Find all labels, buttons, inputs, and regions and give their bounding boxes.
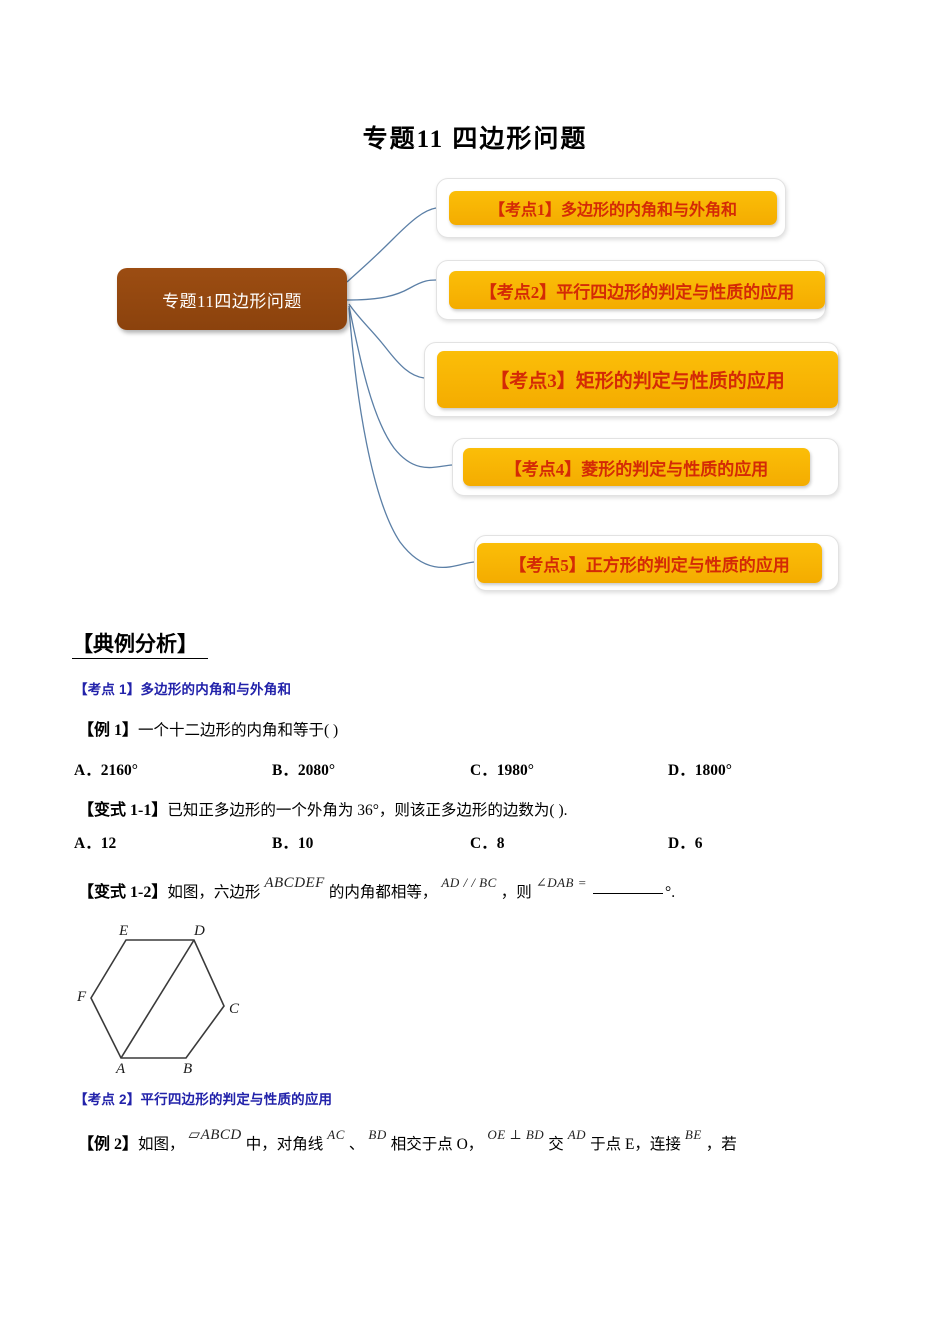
mindmap-diagram: 专题11四边形问题 【考点1】多边形的内角和与外角和 【考点2】平行四边形的判定… bbox=[0, 170, 950, 610]
variant-1-2-seg3: ，则 bbox=[500, 884, 532, 901]
node3-bar: 【考点3】矩形的判定与性质的应用 bbox=[437, 351, 838, 408]
heading-kaodian-2: 【考点 2】平行四边形的判定与性质的应用 bbox=[74, 1092, 333, 1107]
example-2-seg6: 于点 E，连接 bbox=[590, 1136, 681, 1153]
mindmap-node-kaodian5[interactable]: 【考点5】正方形的判定与性质的应用 bbox=[474, 535, 839, 591]
node4-label: 【考点4】菱形的判定与性质的应用 bbox=[504, 459, 769, 479]
example-1-tag: 【例 1】 bbox=[78, 722, 139, 739]
node3-label: 【考点3】矩形的判定与性质的应用 bbox=[490, 371, 785, 392]
math-bd: BD bbox=[368, 1127, 387, 1142]
mindmap-node-kaodian3[interactable]: 【考点3】矩形的判定与性质的应用 bbox=[424, 342, 839, 417]
option-a[interactable]: A．12 bbox=[74, 835, 117, 852]
example-2-seg4: 相交于点 O， bbox=[390, 1136, 484, 1153]
node5-bar: 【考点5】正方形的判定与性质的应用 bbox=[477, 543, 822, 583]
page-title: 专题11 四边形问题 bbox=[362, 126, 588, 153]
option-c[interactable]: C．8 bbox=[470, 835, 505, 852]
node1-bar: 【考点1】多边形的内角和与外角和 bbox=[449, 191, 777, 225]
mindmap-node-kaodian4[interactable]: 【考点4】菱形的判定与性质的应用 bbox=[452, 438, 839, 496]
example-2-tag: 【例 2】 bbox=[78, 1136, 139, 1153]
vertex-label-C: C bbox=[229, 1001, 240, 1017]
mindmap-node-kaodian2[interactable]: 【考点2】平行四边形的判定与性质的应用 bbox=[436, 260, 826, 320]
vertex-label-F: F bbox=[76, 989, 87, 1005]
node1-label: 【考点1】多边形的内角和与外角和 bbox=[488, 202, 737, 219]
variant-1-2-tag: 【变式 1-2】 bbox=[78, 884, 168, 901]
node5-label: 【考点5】正方形的判定与性质的应用 bbox=[509, 555, 790, 575]
variant-1-1-tag: 【变式 1-1】 bbox=[78, 802, 168, 819]
heading-kaodian-1: 【考点 1】多边形的内角和与外角和 bbox=[74, 682, 292, 697]
mindmap-central-node[interactable]: 专题11四边形问题 bbox=[117, 268, 347, 330]
mindmap-connectors bbox=[346, 207, 475, 569]
example-2-seg3: 、 bbox=[348, 1136, 365, 1153]
question-variant-1-2: 【变式 1-2】如图，六边形ABCDEF的内角都相等，AD / / BC，则∠D… bbox=[78, 875, 676, 902]
math-ad: AD bbox=[567, 1127, 587, 1142]
analysis-heading-text: 【典例分析】 bbox=[72, 632, 208, 659]
variant-1-2-seg1: 如图，六边形 bbox=[167, 884, 261, 901]
variant-1-2-seg4: °. bbox=[665, 884, 676, 901]
question-example-2: 【例 2】如图，▱ABCD中，对角线AC、BD相交于点 O，OE ⊥ BD交AD… bbox=[78, 1127, 737, 1154]
node2-label: 【考点2】平行四边形的判定与性质的应用 bbox=[479, 282, 795, 302]
question-example-1: 【例 1】一个十二边形的内角和等于( ) bbox=[78, 716, 338, 740]
math-oe-perp-bd: OE ⊥ BD bbox=[487, 1127, 545, 1142]
option-d[interactable]: D．1800° bbox=[668, 762, 732, 779]
node2-bar: 【考点2】平行四边形的判定与性质的应用 bbox=[449, 271, 825, 309]
example-2-seg5: 交 bbox=[548, 1136, 564, 1153]
mindmap-node-kaodian1[interactable]: 【考点1】多边形的内角和与外角和 bbox=[436, 178, 786, 238]
math-angle-dab: ∠DAB = bbox=[535, 875, 587, 890]
vertex-label-D: D bbox=[193, 923, 205, 939]
example-2-seg1: 如图， bbox=[138, 1136, 185, 1153]
example-2-seg7: ，若 bbox=[705, 1136, 737, 1153]
hexagon-figure: A B C D E F bbox=[76, 918, 276, 1073]
math-ac: AC bbox=[327, 1127, 345, 1142]
variant-1-2-seg2: 的内角都相等， bbox=[328, 884, 438, 901]
options-variant-1-1: A．12 B．10 C．8 D．6 bbox=[74, 831, 884, 853]
option-d[interactable]: D．6 bbox=[668, 835, 703, 852]
answer-blank[interactable] bbox=[593, 893, 663, 894]
math-ad-parallel-bc: AD / / BC bbox=[441, 875, 497, 890]
math-be: BE bbox=[684, 1127, 702, 1142]
math-hexagon-name: ABCDEF bbox=[264, 875, 325, 891]
vertex-label-A: A bbox=[115, 1061, 126, 1073]
vertex-label-B: B bbox=[183, 1061, 192, 1073]
math-parallelogram-abcd: ▱ABCD bbox=[188, 1127, 242, 1143]
analysis-section-heading: 【典例分析】 bbox=[72, 628, 208, 659]
node4-bar: 【考点4】菱形的判定与性质的应用 bbox=[463, 448, 810, 486]
question-variant-1-1: 【变式 1-1】已知正多边形的一个外角为 36°，则该正多边形的边数为( ). bbox=[78, 796, 568, 820]
option-b[interactable]: B．2080° bbox=[272, 762, 336, 779]
option-c[interactable]: C．1980° bbox=[470, 762, 534, 779]
example-2-seg2: 中，对角线 bbox=[245, 1136, 324, 1153]
option-b[interactable]: B．10 bbox=[272, 835, 314, 852]
variant-1-1-text: 已知正多边形的一个外角为 36°，则该正多边形的边数为( ). bbox=[167, 802, 568, 819]
central-node-label: 专题11四边形问题 bbox=[162, 291, 302, 311]
vertex-label-E: E bbox=[118, 923, 128, 939]
example-1-text: 一个十二边形的内角和等于( ) bbox=[138, 722, 339, 739]
option-a[interactable]: A．2160° bbox=[74, 762, 138, 779]
options-example-1: A．2160° B．2080° C．1980° D．1800° bbox=[74, 758, 884, 780]
